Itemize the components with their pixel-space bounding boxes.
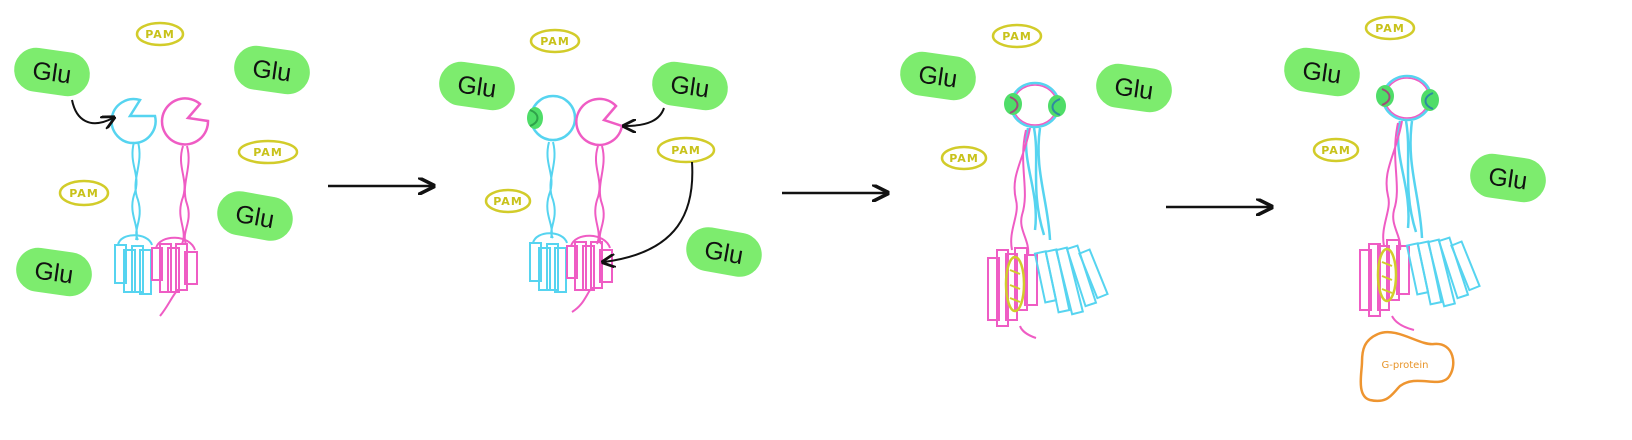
receptor-dimer [987, 81, 1109, 339]
receptor-dimer [1359, 74, 1481, 331]
transmembrane-b [566, 234, 613, 313]
stage-3: Glu Glu PAM PAM [900, 23, 1172, 339]
pam-label: PAM [69, 187, 99, 200]
g-protein-label: G-protein [1382, 360, 1429, 371]
stage-2: Glu Glu Glu PAM PAM PAM [439, 28, 762, 313]
glu-label: Glu [917, 60, 959, 93]
stage-1: Glu Glu Glu Glu PAM PAM PAM [14, 21, 310, 317]
pam-label: PAM [540, 35, 570, 48]
transmembrane-a [1405, 236, 1481, 308]
pam-molecule: PAM [237, 139, 299, 165]
receptor-dimer [527, 94, 624, 313]
pam-molecule: PAM [991, 23, 1043, 49]
curved-arrow-icon [71, 99, 113, 123]
bound-glu [1048, 95, 1066, 117]
transmembrane-a [1033, 244, 1109, 316]
venus-flytrap-b [160, 97, 210, 146]
stage-4: Glu Glu PAM PAM [1284, 15, 1546, 403]
g-protein: G-protein [1359, 331, 1455, 403]
transmembrane-b [151, 236, 198, 317]
pam-label: PAM [1002, 30, 1032, 43]
bound-glu [1421, 89, 1439, 111]
pam-label: PAM [949, 152, 979, 165]
pam-label: PAM [493, 195, 523, 208]
glu-molecule: Glu [1096, 63, 1172, 113]
curved-arrow-icon [625, 107, 665, 126]
transmembrane-b [987, 247, 1038, 339]
glu-molecule: Glu [900, 51, 976, 101]
pam-label: PAM [1375, 22, 1405, 35]
transmembrane-a [114, 234, 153, 295]
glu-molecule: Glu [1470, 153, 1546, 203]
pam-molecule: PAM [484, 188, 532, 214]
glu-molecule: Glu [686, 227, 762, 277]
glu-label: Glu [31, 56, 73, 89]
glu-molecule: Glu [652, 61, 728, 111]
glu-label: Glu [702, 236, 745, 270]
bound-glu [1004, 93, 1022, 115]
pam-label: PAM [145, 28, 175, 41]
glu-label: Glu [456, 70, 498, 103]
transmembrane-b [1359, 239, 1415, 331]
glu-label: Glu [33, 256, 75, 289]
glu-molecule: Glu [217, 191, 293, 241]
pam-molecule: PAM [58, 179, 110, 207]
pam-molecule: PAM [1364, 15, 1416, 41]
venus-flytrap-b [575, 97, 624, 147]
glu-molecule: Glu [14, 47, 90, 97]
glu-molecule: Glu [16, 247, 92, 297]
glu-label: Glu [1301, 56, 1343, 89]
curved-arrow-icon [604, 161, 694, 262]
glu-label: Glu [1113, 72, 1155, 105]
glu-label: Glu [1487, 162, 1529, 195]
pam-molecule: PAM [135, 21, 185, 47]
transmembrane-a [529, 232, 568, 293]
glu-label: Glu [669, 70, 711, 103]
pam-molecule: PAM [1312, 137, 1360, 163]
pam-label: PAM [671, 144, 701, 157]
venus-flytrap-a [110, 97, 157, 145]
glu-molecule: Glu [234, 45, 310, 95]
bound-pam [1004, 255, 1026, 313]
pam-label: PAM [253, 146, 283, 159]
bound-glu [1376, 85, 1394, 107]
bound-pam [1376, 247, 1398, 303]
bound-glu [527, 107, 543, 129]
pam-molecule: PAM [656, 136, 716, 164]
glu-molecule: Glu [1284, 47, 1360, 97]
pam-label: PAM [1321, 144, 1351, 157]
glu-molecule: Glu [439, 61, 515, 111]
pam-molecule: PAM [940, 145, 988, 171]
glu-label: Glu [251, 54, 293, 87]
pam-molecule: PAM [529, 28, 581, 54]
receptor-dimer [110, 97, 210, 317]
glu-label: Glu [233, 200, 276, 234]
